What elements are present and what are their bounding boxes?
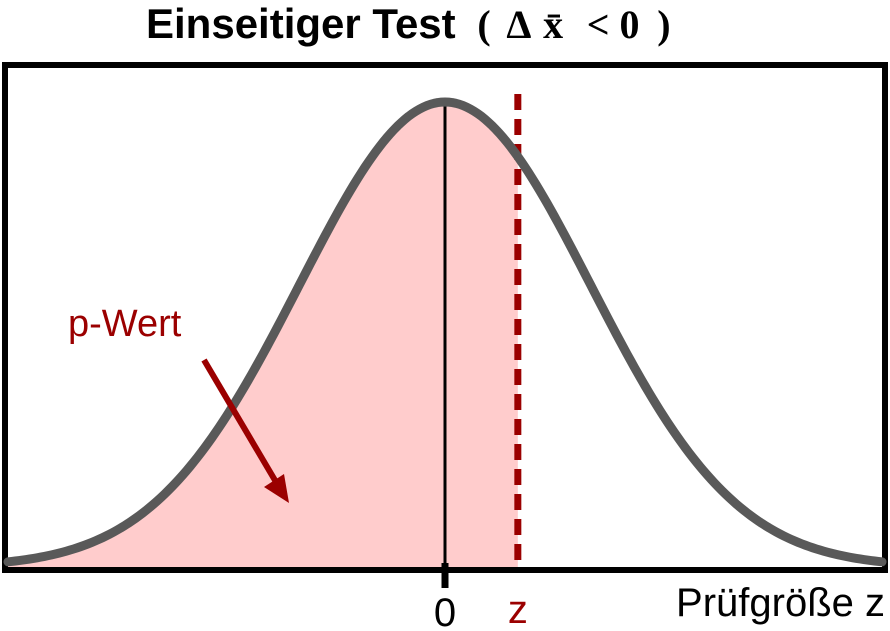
figure-title: Einseitiger Test ( Δ x̄ < 0 ) [146, 0, 671, 47]
p-value-area [8, 102, 518, 567]
title-delta: Δ [506, 2, 531, 47]
svg-text:Einseitiger Test (: Einseitiger Test ( Δ x̄ < 0 ) [146, 0, 671, 47]
p-value-arrow [201, 358, 289, 503]
p-value-label: p-Wert [68, 303, 182, 345]
normal-density-curve [3, 97, 887, 567]
title-condition: < 0 [587, 2, 640, 47]
title-x-bar: x̄ [543, 2, 563, 47]
zero-tick-label: 0 [434, 591, 456, 631]
title-close-paren: ) [657, 2, 670, 47]
title-text: Einseitiger Test [146, 0, 456, 47]
z-tick-label: z [508, 588, 528, 631]
title-open-paren: ( [477, 2, 490, 47]
x-axis-title: Prüfgröße z [676, 581, 885, 625]
